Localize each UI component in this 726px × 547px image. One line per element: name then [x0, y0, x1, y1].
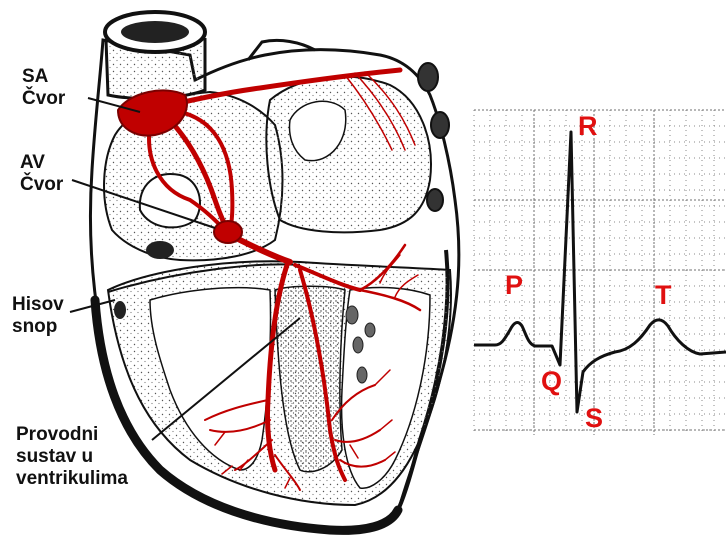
t-wave-label: T [655, 282, 672, 309]
purkinje-label-line3: ventrikulima [16, 468, 128, 490]
av-label-line1: AV [20, 152, 63, 174]
p-wave-label: P [505, 272, 523, 299]
r-wave-label: R [578, 113, 598, 140]
his-label-line2: snop [12, 316, 64, 338]
q-wave-label: Q [541, 368, 562, 395]
his-bundle-label: Hisov snop [12, 294, 64, 338]
his-label-line1: Hisov [12, 294, 64, 316]
purkinje-label-line2: sustav u [16, 446, 128, 468]
sa-label-line2: Čvor [22, 88, 65, 110]
purkinje-label-line1: Provodni [16, 424, 128, 446]
purkinje-label: Provodni sustav u ventrikulima [16, 424, 128, 490]
sa-label-line1: SA [22, 66, 65, 88]
av-label-line2: Čvor [20, 174, 63, 196]
s-wave-label: S [585, 405, 603, 432]
sa-node-label: SA Čvor [22, 66, 65, 110]
av-node-label: AV Čvor [20, 152, 63, 196]
